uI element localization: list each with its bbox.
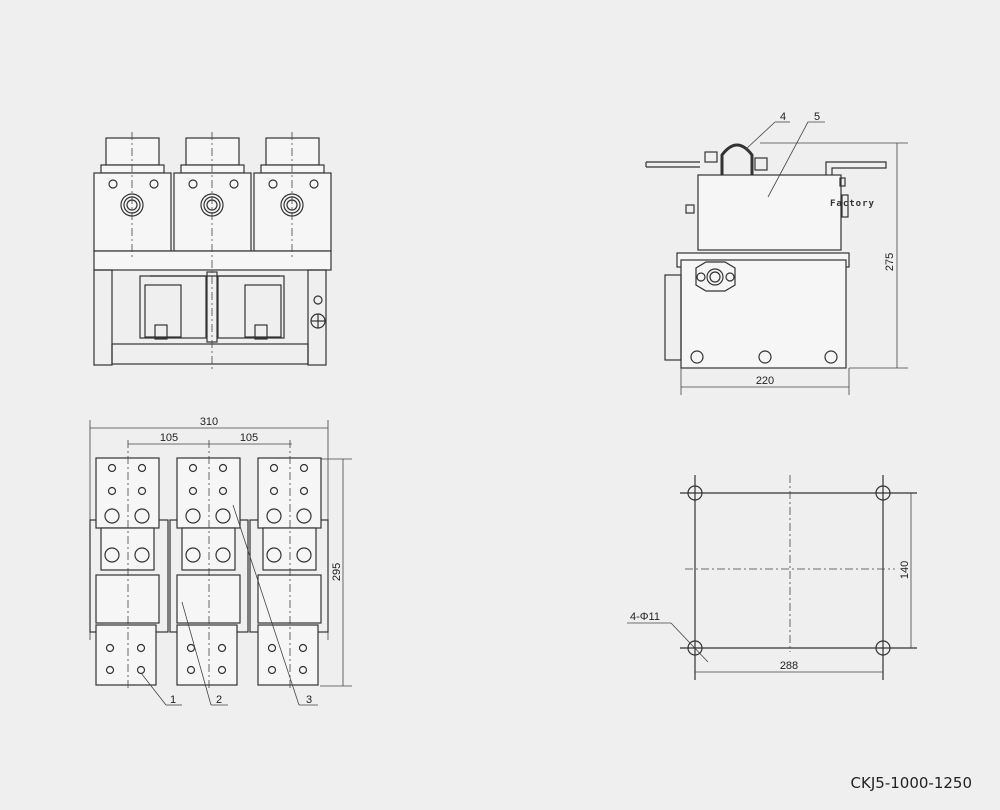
top-pole-1	[89, 457, 169, 686]
callout-2: 2	[216, 694, 222, 706]
dim-overall-310: 310	[200, 416, 218, 428]
pole-1	[93, 137, 172, 252]
dim-depth-295: 295	[331, 563, 343, 581]
dim-height-275: 275	[884, 253, 896, 271]
dim-width-220: 220	[756, 375, 774, 387]
mounting-view: 140 288 4-Φ11	[627, 475, 917, 680]
hole-spec-label: 4-Φ11	[630, 611, 660, 623]
callout-5: 5	[814, 111, 820, 123]
callout-3: 3	[306, 694, 312, 706]
front-view	[93, 132, 332, 370]
dim-pitch-105-left: 105	[160, 432, 178, 444]
top-pole-3	[249, 457, 329, 686]
top-view: 310 105 105 295	[89, 416, 352, 706]
top-pole-2	[169, 457, 249, 686]
callout-4: 4	[780, 111, 786, 123]
model-caption: CKJ5-1000-1250	[850, 774, 972, 792]
pole-2	[173, 137, 252, 252]
dim-spacing-140: 140	[899, 561, 911, 579]
factory-nameplate: Factory	[830, 199, 875, 209]
pole-3	[253, 137, 332, 252]
side-view: Factory 4 5 275 220	[645, 111, 908, 395]
callout-1: 1	[170, 694, 176, 706]
dim-pitch-105-right: 105	[240, 432, 258, 444]
dim-spacing-288: 288	[780, 660, 798, 672]
